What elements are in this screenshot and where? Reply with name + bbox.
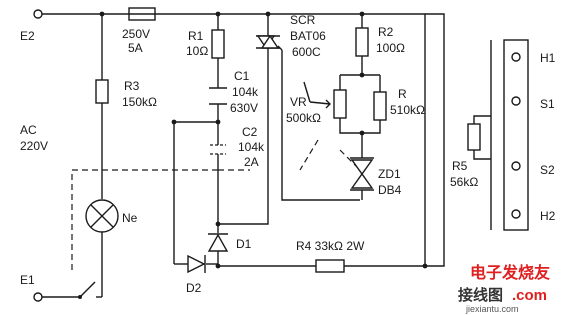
fuse: 250V 5A [122, 7, 156, 55]
c1-value: 104k [232, 85, 259, 99]
resistor-r1: R1 10Ω [186, 29, 225, 59]
wires [42, 13, 491, 298]
scr-label-type: SCR [290, 13, 316, 27]
c2-value: 104k [238, 140, 265, 154]
resistor-r4: R4 33kΩ 2W [296, 239, 365, 273]
diac-zd1: ZD1 DB4 [350, 157, 402, 197]
capacitor-c2: C2 104k 2A [210, 125, 265, 169]
r4-label: R4 33kΩ 2W [296, 239, 365, 253]
r1-value: 10Ω [186, 44, 208, 58]
vr-value: 500kΩ [286, 111, 321, 125]
junction-dots [99, 11, 428, 269]
diode-d2: D2 [186, 254, 206, 295]
c2-name: C2 [242, 125, 258, 139]
r-value: 510kΩ [390, 103, 425, 117]
socket-block: H1 S1 S2 H2 [490, 39, 556, 231]
r2-value: 100Ω [376, 41, 405, 55]
potentiometer-vr: VR 500kΩ [286, 81, 347, 125]
resistor-r: R 510kΩ [373, 87, 425, 121]
vr-name: VR [290, 95, 307, 109]
terminal-h2-label: H2 [540, 209, 556, 223]
zd1-name: ZD1 [378, 167, 401, 181]
terminal-s1-label: S1 [540, 97, 555, 111]
c1-name: C1 [234, 69, 250, 83]
ne-label: Ne [122, 211, 138, 225]
ac-label-line2: 220V [20, 139, 48, 153]
diode-d1: D1 [207, 233, 252, 252]
terminal-e1: E1 [20, 273, 43, 302]
c1-voltage: 630V [230, 101, 258, 115]
watermark-line3: .com [512, 287, 547, 304]
r-name: R [398, 87, 407, 101]
resistor-r2: R2 100Ω [355, 25, 405, 57]
scr-label-rating: 600C [292, 45, 321, 59]
watermark-line2: 接线图 [458, 286, 503, 304]
r5-value: 56kΩ [450, 175, 478, 189]
r2-name: R2 [378, 25, 394, 39]
r3-value: 150kΩ [122, 95, 157, 109]
resistor-r3: R3 150kΩ [95, 79, 157, 109]
terminal-h1-label: H1 [540, 51, 556, 65]
r1-name: R1 [188, 29, 204, 43]
scr-triac: SCR BAT06 600C [256, 13, 326, 62]
ac-label-line1: AC [20, 123, 37, 137]
c2-rating: 2A [244, 155, 259, 169]
terminal-e2: E2 [20, 9, 43, 43]
fuse-rating-voltage: 250V [122, 27, 150, 41]
terminal-e1-label: E1 [20, 273, 35, 287]
capacitor-c1: C1 104k 630V [209, 69, 259, 115]
r5-name: R5 [452, 159, 468, 173]
zd1-part: DB4 [378, 183, 402, 197]
r3-name: R3 [124, 79, 140, 93]
watermark-url: jiexiantu.com [465, 304, 519, 314]
resistor-r5: R5 56kΩ [450, 123, 481, 189]
terminal-e2-label: E2 [20, 29, 35, 43]
fuse-rating-current: 5A [128, 41, 143, 55]
d1-name: D1 [236, 237, 252, 251]
switch [78, 281, 96, 299]
neon-lamp: Ne [85, 199, 138, 233]
scr-label-part: BAT06 [290, 29, 326, 43]
d2-name: D2 [186, 281, 202, 295]
watermark-line1: 电子发烧友 [470, 263, 551, 282]
watermark-logo: 电子发烧友 接线图 .com jiexiantu.com [458, 263, 551, 314]
terminal-s2-label: S2 [540, 163, 555, 177]
